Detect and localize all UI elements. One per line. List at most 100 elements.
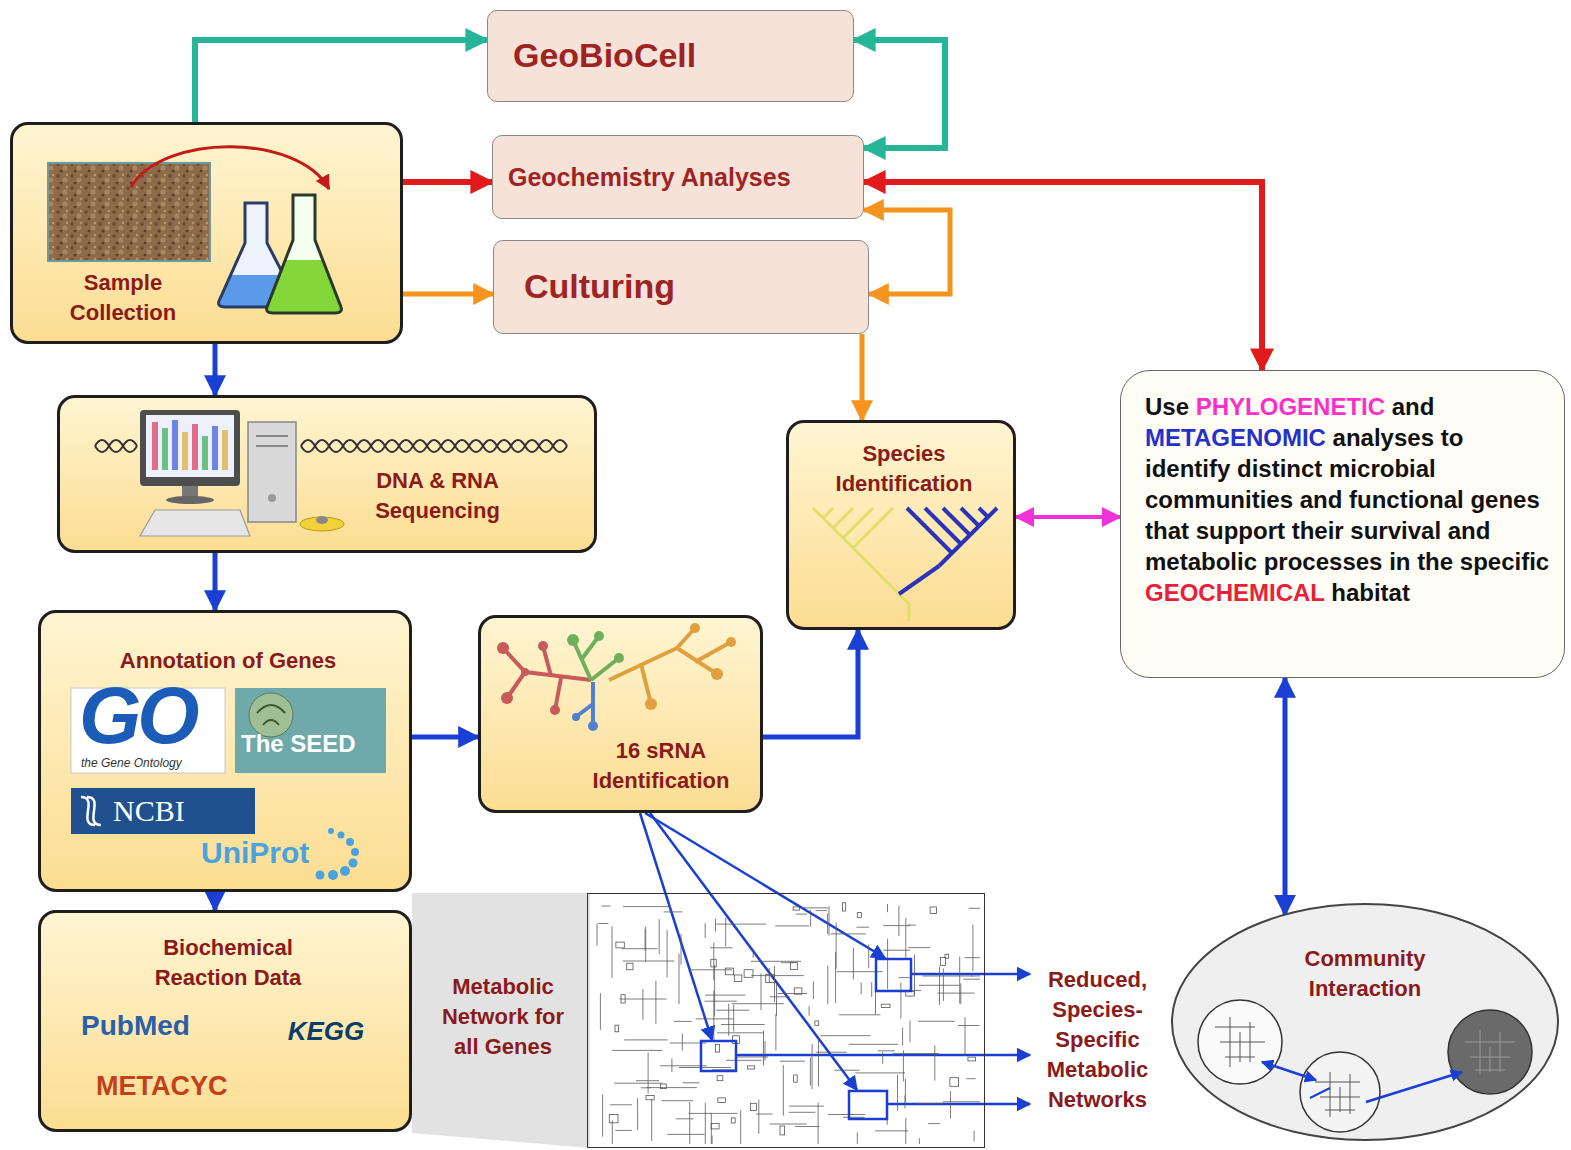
network-line bbox=[905, 918, 906, 960]
line bbox=[577, 704, 593, 716]
ellipse bbox=[166, 496, 214, 504]
network-line bbox=[959, 957, 960, 1004]
network-line bbox=[667, 1134, 704, 1135]
network-line bbox=[714, 965, 715, 1016]
line bbox=[1366, 1072, 1462, 1102]
network-line bbox=[857, 927, 869, 928]
network-line bbox=[972, 925, 973, 972]
network-line bbox=[789, 1112, 815, 1113]
network-node bbox=[627, 963, 633, 970]
network-line bbox=[818, 1038, 819, 1087]
network-line bbox=[835, 952, 836, 1003]
path bbox=[301, 440, 567, 452]
network-line bbox=[928, 1123, 940, 1124]
network-node bbox=[780, 1126, 785, 1135]
process-box: Geochemistry Analyses bbox=[492, 135, 864, 219]
network-line bbox=[599, 923, 609, 924]
word: that bbox=[1145, 517, 1189, 544]
network-line bbox=[871, 982, 872, 997]
logo-text: the Gene Ontology bbox=[81, 756, 221, 771]
network-line bbox=[765, 1041, 766, 1061]
network-line bbox=[602, 906, 611, 907]
network-line bbox=[887, 904, 888, 912]
rect bbox=[71, 788, 255, 834]
line bbox=[961, 508, 979, 526]
ellipse bbox=[300, 517, 344, 531]
network-line bbox=[753, 949, 754, 958]
network-line bbox=[637, 1098, 638, 1130]
network-line bbox=[965, 1017, 966, 1055]
path bbox=[95, 440, 137, 452]
network-line bbox=[751, 961, 801, 962]
network-line bbox=[602, 1095, 603, 1137]
node-label: 16 sRNA Identification bbox=[571, 736, 751, 796]
g bbox=[572, 713, 598, 731]
network-node bbox=[815, 1021, 819, 1025]
rect bbox=[849, 1091, 887, 1119]
g bbox=[497, 641, 560, 715]
network-line bbox=[778, 993, 808, 994]
network-node bbox=[747, 1066, 754, 1069]
network-node bbox=[646, 1095, 654, 1099]
word: the bbox=[1417, 548, 1453, 575]
network-line bbox=[751, 975, 804, 976]
word: GEOCHEMICAL bbox=[1145, 579, 1325, 606]
rect bbox=[140, 410, 240, 486]
network-node bbox=[731, 1118, 735, 1123]
line bbox=[899, 566, 939, 594]
network-line bbox=[721, 1024, 765, 1025]
circle bbox=[501, 692, 513, 704]
circle bbox=[328, 870, 338, 880]
network-line bbox=[614, 1083, 662, 1084]
ellipse bbox=[316, 516, 328, 524]
network-line bbox=[878, 1050, 895, 1051]
circle bbox=[614, 653, 624, 663]
network-line bbox=[812, 1044, 813, 1089]
path bbox=[267, 195, 342, 313]
word: Use bbox=[1145, 393, 1189, 420]
logo-text: PubMed bbox=[81, 1009, 256, 1043]
word: survival bbox=[1350, 517, 1441, 544]
rect bbox=[146, 415, 234, 477]
network-line bbox=[774, 966, 775, 1002]
logo-text: KEGG bbox=[271, 1015, 381, 1047]
word: METAGENOMIC bbox=[1145, 424, 1326, 451]
network-line bbox=[763, 1031, 764, 1066]
logo-text: The SEED bbox=[241, 729, 381, 759]
network-node bbox=[725, 968, 733, 975]
g bbox=[1465, 1030, 1515, 1075]
network-line bbox=[756, 1114, 773, 1115]
network-line bbox=[783, 1065, 784, 1115]
path bbox=[1315, 1072, 1360, 1117]
sequencing-box: DNA & RNA Sequencing bbox=[57, 395, 597, 553]
connector-arrow bbox=[910, 973, 1030, 976]
ellipse bbox=[1172, 904, 1558, 1140]
network-line bbox=[667, 930, 668, 977]
network-line bbox=[796, 914, 807, 915]
network-line bbox=[645, 927, 646, 962]
rect bbox=[202, 436, 208, 470]
network-node bbox=[793, 907, 799, 910]
goal-box: Use PHYLOGENETIC and METAGENOMIC analyse… bbox=[1120, 370, 1565, 678]
rect bbox=[235, 688, 386, 773]
network-node bbox=[766, 974, 775, 982]
circle bbox=[550, 705, 560, 715]
network-node bbox=[750, 1103, 756, 1110]
connector-arrow bbox=[864, 182, 1262, 370]
network-line bbox=[705, 1103, 706, 1144]
network-line bbox=[623, 961, 675, 962]
network-line bbox=[716, 924, 766, 925]
word: in bbox=[1389, 548, 1410, 575]
node-label: Biochemical Reaction Data bbox=[128, 933, 328, 993]
network-line bbox=[655, 981, 656, 1024]
network-line bbox=[642, 989, 643, 1020]
network-line bbox=[716, 1010, 749, 1011]
circle bbox=[340, 866, 350, 876]
species-box: Species Identification bbox=[786, 420, 1016, 630]
network-line bbox=[612, 1120, 613, 1144]
rect bbox=[162, 428, 168, 470]
circle bbox=[1198, 1000, 1282, 1084]
line bbox=[641, 664, 651, 704]
line bbox=[833, 508, 853, 528]
word: support bbox=[1196, 517, 1285, 544]
